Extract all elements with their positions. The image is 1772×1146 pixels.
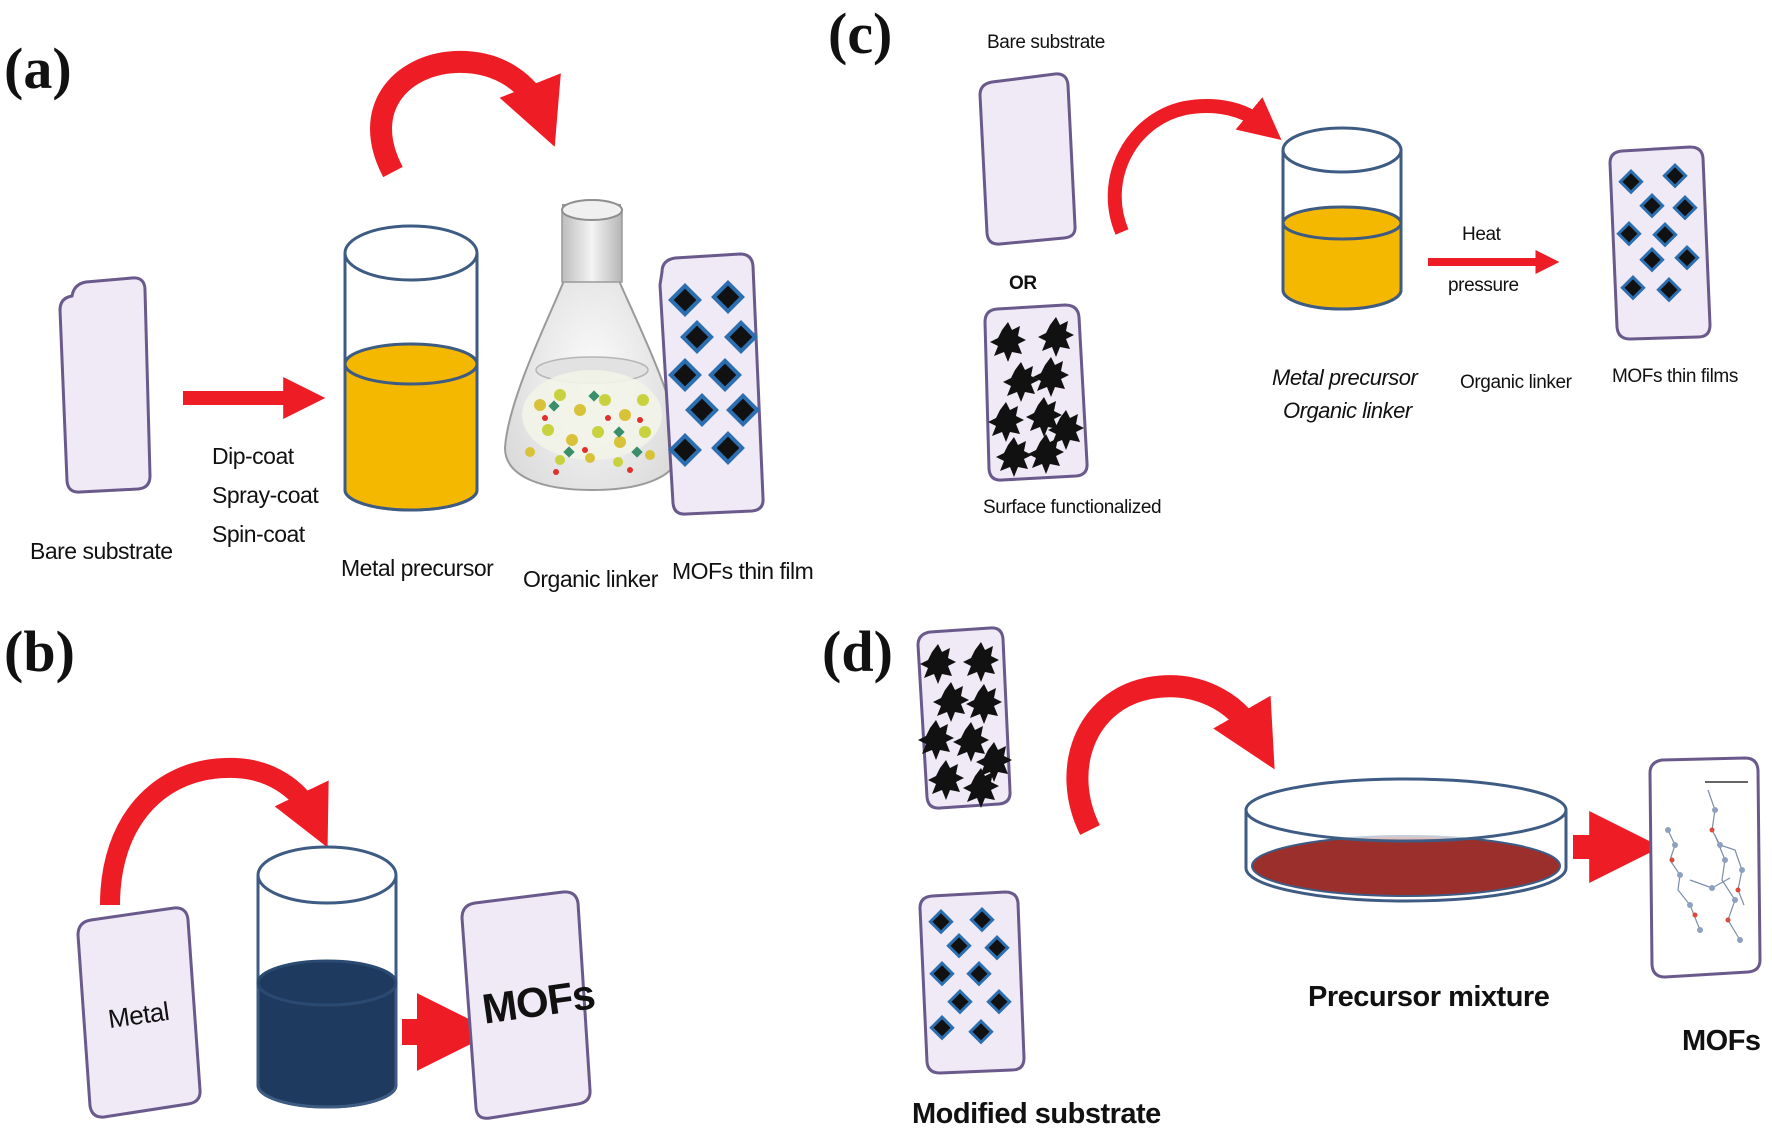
- mofs-substrate-d: [1648, 756, 1762, 979]
- label-organic-linker-a: Organic linker: [523, 566, 658, 592]
- surface-groups-c: [988, 317, 1084, 477]
- label-metal-precursor-c: Metal precursor: [1272, 365, 1418, 390]
- label-mofs-d: MOFs: [1682, 1025, 1761, 1057]
- label-pressure-c: pressure: [1448, 275, 1519, 296]
- metal-substrate: [76, 906, 202, 1119]
- label-or-c: OR: [1009, 273, 1037, 294]
- bare-substrate-a: [58, 276, 152, 494]
- bare-substrate-c: [978, 72, 1077, 246]
- mof-structure-image: [1665, 781, 1748, 943]
- panel-label-a: (a): [4, 36, 72, 101]
- label-bare-substrate-c: Bare substrate: [987, 32, 1105, 53]
- mofs-substrate-b: [460, 890, 592, 1120]
- panel-label-c: (c): [828, 1, 893, 66]
- panel-d: [916, 626, 1762, 1075]
- label-dip-coat: Dip-coat: [212, 443, 294, 469]
- panel-label-d: (d): [822, 619, 893, 684]
- label-spin-coat: Spin-coat: [212, 521, 305, 547]
- curved-arrow-b: [100, 757, 329, 906]
- label-organic-linker-c: Organic linker: [1460, 372, 1572, 393]
- label-organic-linker-italic-c: Organic linker: [1283, 398, 1412, 423]
- panel-label-b: (b): [4, 619, 75, 684]
- panel-a: [58, 50, 765, 516]
- curved-arrow-a: [370, 50, 561, 178]
- beaker-metal-precursor: [343, 224, 479, 512]
- petri-dish-precursor-mixture: [1244, 777, 1568, 903]
- mof-crystals-a: [668, 280, 760, 467]
- label-modified-substrate-d: Modified substrate: [912, 1098, 1161, 1130]
- mof-crystals-c: [1616, 162, 1700, 303]
- label-precursor-mixture-d: Precursor mixture: [1308, 981, 1550, 1013]
- label-heat-c: Heat: [1462, 224, 1501, 245]
- label-surface-functionalized-c: Surface functionalized: [983, 497, 1162, 518]
- label-mofs-thin-film-a: MOFs thin film: [672, 558, 814, 584]
- surface-groups-d: [918, 642, 1012, 808]
- beaker-b: [256, 845, 398, 1109]
- panel-c: [978, 72, 1712, 482]
- panel-b: [76, 757, 592, 1120]
- label-mofs-thin-films-c: MOFs thin films: [1612, 366, 1738, 387]
- label-spray-coat: Spray-coat: [212, 482, 319, 508]
- mof-crystals-d: [928, 906, 1012, 1045]
- flask-organic-linker: [503, 199, 682, 492]
- curved-arrow-d: [1066, 675, 1275, 835]
- label-metal-precursor-a: Metal precursor: [341, 555, 494, 581]
- beaker-c: [1281, 126, 1403, 311]
- label-bare-substrate-a: Bare substrate: [30, 538, 173, 564]
- flask-particles: [525, 389, 655, 475]
- curved-arrow-c: [1107, 97, 1282, 235]
